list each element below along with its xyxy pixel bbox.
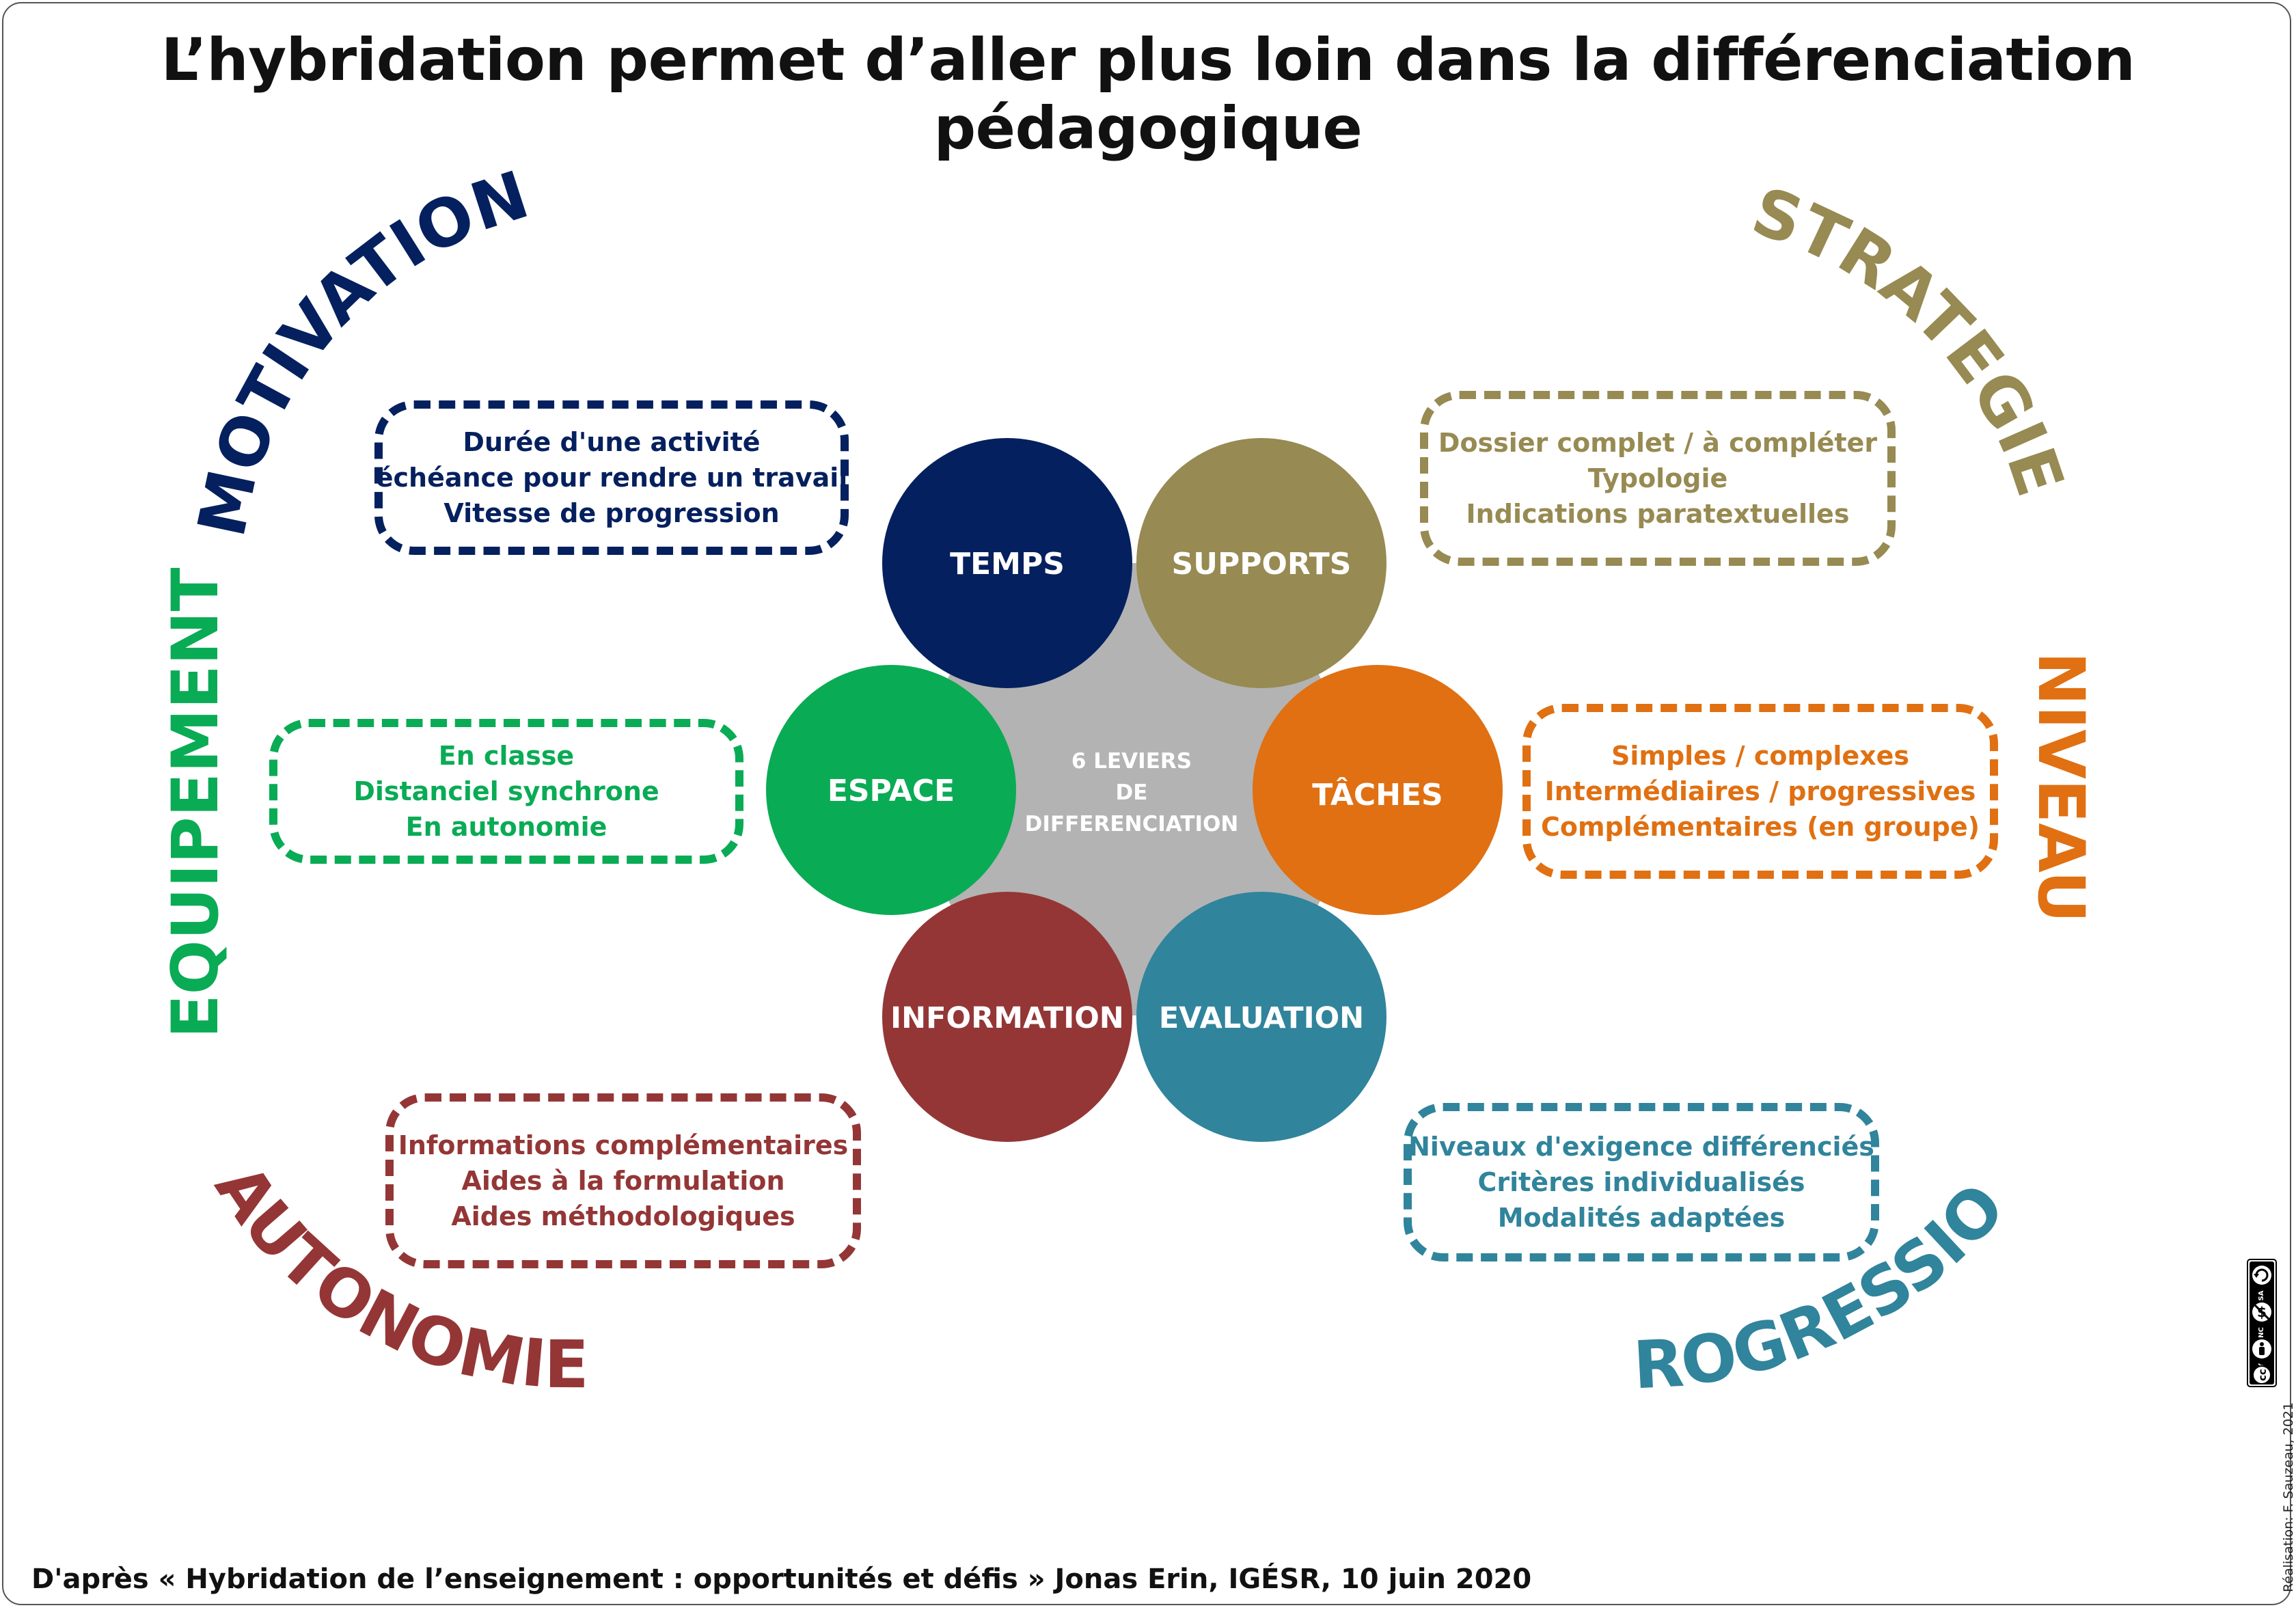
box-temps: Durée d'une activité échéance pour rendr… xyxy=(374,400,849,555)
box-information: Informations complémentaires Aides à la … xyxy=(385,1093,861,1268)
nc-dollar-icon: $ xyxy=(2252,1302,2271,1322)
box-supports-line-3: Indications paratextuelles xyxy=(1466,499,1850,529)
svg-text:cc: cc xyxy=(2256,1369,2269,1381)
box-evaluation-line-3: Modalités adaptées xyxy=(1497,1203,1786,1233)
box-supports: Dossier complet / à compléter Typologie … xyxy=(1420,391,1896,566)
box-taches-line-3: Complémentaires (en groupe) xyxy=(1540,812,1980,842)
lever-label-temps: TEMPS xyxy=(950,547,1065,582)
box-evaluation-line-2: Critères individualisés xyxy=(1477,1167,1805,1197)
sa-recycle-icon xyxy=(2252,1266,2271,1285)
box-supports-line-2: Typologie xyxy=(1587,463,1728,493)
box-taches: Simples / complexes Intermédiaires / pro… xyxy=(1522,704,1998,879)
lever-circle-temps xyxy=(882,438,1132,688)
box-supports-line-1: Dossier complet / à compléter xyxy=(1438,428,1878,458)
lever-label-taches: TÂCHES xyxy=(1312,776,1443,813)
lever-circle-espace xyxy=(766,665,1016,915)
center-label-line3: DIFFERENCIATION xyxy=(1025,812,1239,836)
center-label-line1: 6 LEVIERS xyxy=(1071,749,1192,774)
box-temps-line-2: échéance pour rendre un travail xyxy=(375,463,848,493)
box-information-line-3: Aides méthodologiques xyxy=(451,1201,795,1231)
lever-circle-information xyxy=(882,892,1132,1142)
lever-label-information: INFORMATION xyxy=(890,1001,1124,1035)
lever-circle-supports xyxy=(1136,438,1386,688)
category-label-equipement: EQUIPEMENT xyxy=(159,567,233,1038)
box-evaluation-line-1: Niveaux d'exigence différenciés xyxy=(1408,1132,1874,1162)
license-term-sa: SA xyxy=(2258,1290,2265,1300)
box-espace-line-1: En classe xyxy=(438,741,575,771)
box-espace: En classe Distanciel synchrone En autono… xyxy=(269,719,743,864)
box-temps-line-3: Vitesse de progression xyxy=(443,498,780,528)
lever-label-supports: SUPPORTS xyxy=(1172,547,1352,582)
box-information-line-1: Informations complémentaires xyxy=(398,1130,849,1160)
cc-license-badge: SA $ NC BY cc xyxy=(2247,1259,2277,1387)
box-information-line-2: Aides à la formulation xyxy=(461,1166,785,1196)
box-taches-line-1: Simples / complexes xyxy=(1611,741,1910,771)
author-credit: Réalisation: F. Sauzeau, 2021 xyxy=(2281,1402,2296,1592)
page-title: L’hybridation permet d’aller plus loin d… xyxy=(161,26,2135,163)
by-person-icon xyxy=(2252,1339,2271,1359)
cc-icon: cc xyxy=(2252,1365,2271,1384)
box-taches-line-2: Intermédiaires / progressives xyxy=(1544,776,1976,806)
category-label-niveau: NIVEAU xyxy=(2023,652,2098,923)
box-temps-line-1: Durée d'une activité xyxy=(463,427,761,457)
lever-label-evaluation: EVALUATION xyxy=(1159,1001,1364,1035)
lever-circle-taches xyxy=(1253,665,1503,915)
box-espace-line-2: Distanciel synchrone xyxy=(353,776,659,806)
box-espace-line-3: En autonomie xyxy=(405,812,607,842)
box-evaluation: Niveaux d'exigence différenciés Critères… xyxy=(1404,1103,1879,1261)
license-term-nc: NC xyxy=(2258,1327,2265,1338)
lever-circle-evaluation xyxy=(1136,892,1386,1142)
footer-source: D'après « Hybridation de l’enseignement … xyxy=(31,1564,1532,1595)
lever-label-espace: ESPACE xyxy=(828,774,955,808)
center-label-line2: DE xyxy=(1116,780,1148,805)
